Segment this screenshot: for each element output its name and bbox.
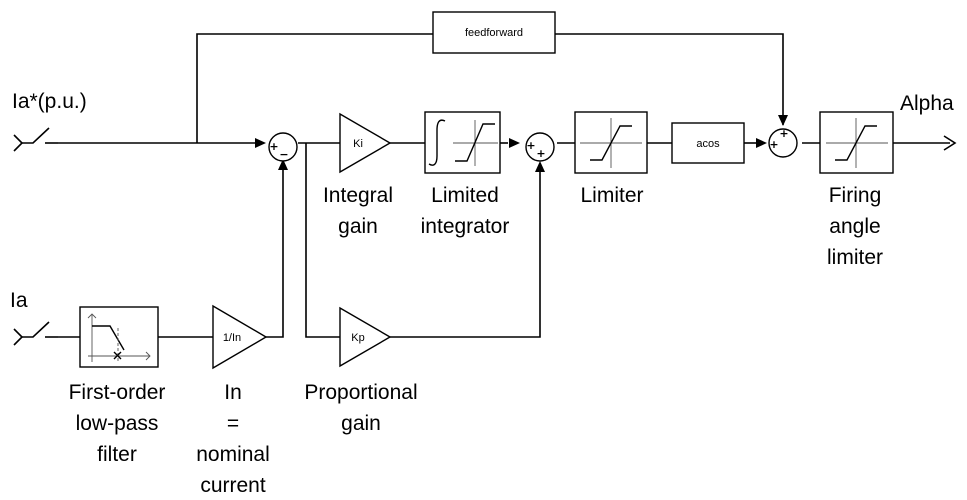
limiter-saturation-icon — [590, 125, 632, 161]
feedforward-label: feedforward — [465, 27, 523, 39]
acos-block: acos — [671, 122, 745, 164]
nominal-current-label-line4: current — [200, 474, 266, 497]
firing-angle-label-line2: angle — [829, 215, 880, 238]
proportional-gain-label-line2: gain — [341, 412, 381, 435]
filter-axis-v-arrow — [87, 313, 97, 319]
inv-in-gain-block: 1/In — [212, 304, 268, 370]
arrow-sum2-bottom — [535, 161, 545, 172]
filter-response-icon — [92, 325, 125, 351]
filter-cutoff-marker-icon — [113, 351, 122, 360]
arrow-sum1-bottom — [278, 159, 288, 170]
sum-junction-1: + − — [268, 132, 298, 162]
arrow-sum3-left — [756, 138, 767, 148]
integral-sign-icon — [428, 119, 446, 166]
saturation-icon — [455, 123, 495, 162]
reference-input-label: Ia*(p.u.) — [12, 90, 87, 113]
measured-switch-icon — [13, 321, 58, 346]
low-pass-filter-block — [79, 306, 159, 368]
inv-in-label: 1/In — [223, 332, 241, 344]
arrow-sum1-left — [255, 138, 266, 148]
arrow-sum3-top — [778, 115, 788, 126]
firing-angle-limiter-block — [819, 111, 894, 174]
wire-feedforward-out — [555, 33, 784, 125]
filter-label-line1: First-order — [69, 381, 166, 404]
feedforward-block: feedforward — [432, 11, 556, 54]
kp-label: Kp — [351, 332, 364, 344]
limiter-block — [574, 111, 648, 174]
kp-gain-block: Kp — [339, 306, 392, 368]
ki-gain-block: Ki — [339, 112, 392, 174]
filter-label-line2: low-pass — [76, 412, 159, 435]
wire-inv-in-out — [266, 162, 284, 338]
sum3-sign-left: + — [769, 138, 778, 151]
sum-junction-2: + + — [525, 132, 555, 162]
wire-proportional-branch — [305, 143, 340, 338]
sum-junction-3: + + — [768, 127, 798, 158]
filter-axis-h-arrow — [145, 351, 151, 361]
arrow-output — [943, 135, 957, 151]
integral-gain-label-line2: gain — [338, 215, 378, 238]
limited-integrator-label-line1: Limited — [431, 184, 499, 207]
nominal-current-label-line1: In — [224, 381, 242, 404]
limiter-label: Limiter — [580, 184, 643, 207]
sum2-sign-left: + — [526, 139, 535, 152]
firing-angle-label-line3: limiter — [827, 246, 883, 269]
proportional-gain-label-line1: Proportional — [304, 381, 417, 404]
output-label: Alpha — [900, 92, 954, 115]
limited-integrator-label-line2: integrator — [421, 215, 510, 238]
nominal-current-label-line3: nominal — [196, 443, 270, 466]
sum1-sign-minus: − — [279, 148, 288, 161]
wire-feedforward-in — [196, 33, 433, 143]
reference-switch-icon — [13, 127, 58, 152]
wire-kp-out — [390, 170, 541, 338]
sum3-sign-top: + — [779, 127, 788, 140]
acos-label: acos — [696, 138, 720, 150]
wires — [58, 33, 950, 338]
integral-gain-label-line1: Integral — [323, 184, 393, 207]
arrow-sum2-left — [509, 138, 520, 148]
limited-integrator-block — [424, 111, 501, 174]
measured-input-label: Ia — [10, 289, 28, 312]
firing-angle-label-line1: Firing — [829, 184, 882, 207]
sum1-sign-plus: + — [269, 140, 278, 153]
arrowheads — [255, 115, 957, 172]
filter-label-line3: filter — [97, 443, 137, 466]
nominal-current-label-line2: = — [227, 412, 239, 435]
ki-label: Ki — [353, 138, 363, 150]
sum2-sign-bottom: + — [536, 147, 545, 160]
firing-limiter-saturation-icon — [835, 125, 877, 161]
